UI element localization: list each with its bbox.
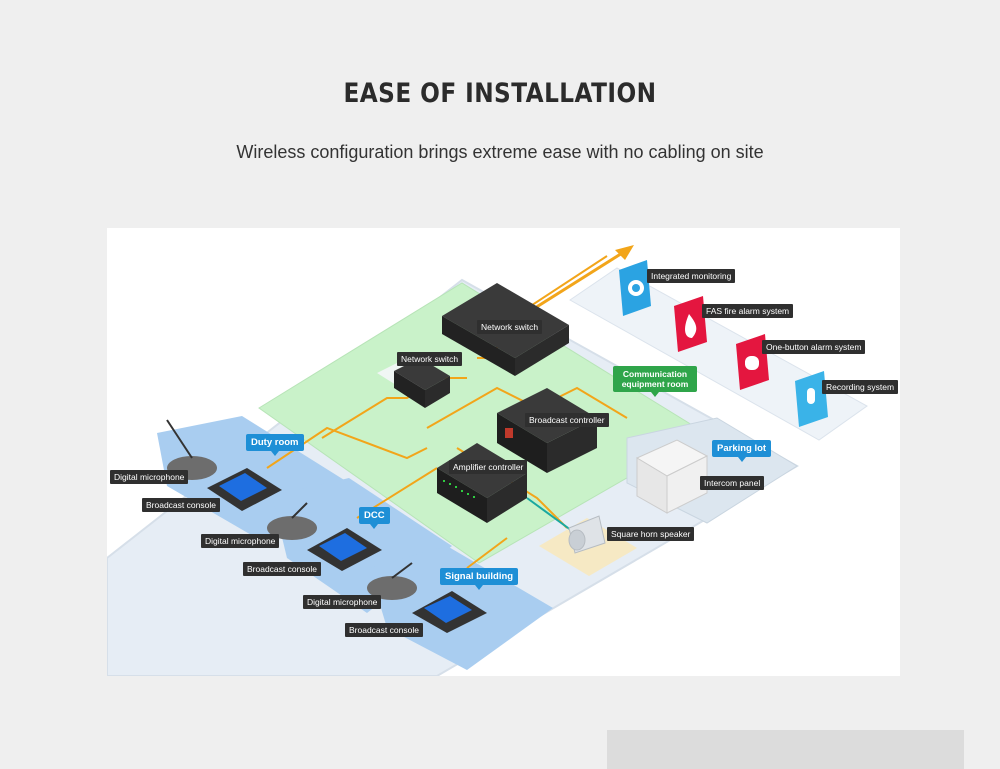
uplink-arrow (526, 248, 628, 315)
page-subtitle: Wireless configuration brings extreme ea… (236, 142, 764, 162)
label-square-horn-speaker: Square horn speaker (607, 527, 695, 541)
label-digital-microphone-3: Digital microphone (303, 595, 382, 609)
console-set-1 (166, 419, 282, 511)
installation-diagram: Duty room DCC Signal building Communicat… (107, 228, 900, 676)
label-digital-microphone-2: Digital microphone (201, 534, 280, 548)
bottom-strip (607, 730, 964, 769)
zone-duty-room: Duty room (246, 434, 304, 456)
arrow-head (615, 245, 634, 260)
zone-comm-room: Communication equipment room (613, 366, 697, 397)
integrated-monitoring-icon (619, 260, 651, 316)
page-title: EASE OF INSTALLATION (343, 78, 657, 109)
zone-dcc: DCC (359, 507, 390, 529)
label-broadcast-console-1: Broadcast console (142, 498, 220, 512)
console-set-2 (267, 502, 382, 571)
label-fas-fire-alarm: FAS fire alarm system (702, 304, 794, 318)
diagram-graphics (107, 245, 868, 676)
label-network-switch-main: Network switch (477, 320, 543, 334)
zone-signal-building: Signal building (440, 568, 519, 590)
label-broadcast-controller: Broadcast controller (525, 413, 609, 427)
network-switch-small-device (377, 358, 450, 408)
label-broadcast-console-2: Broadcast console (243, 562, 321, 576)
label-broadcast-console-3: Broadcast console (345, 623, 423, 637)
teal-cable (526, 497, 576, 534)
intercom-panel-device (635, 439, 709, 514)
label-recording-system: Recording system (822, 380, 899, 394)
horn-speaker-device (568, 515, 606, 554)
label-amplifier-controller: Amplifier controller (449, 460, 528, 474)
alarm-light-icon (736, 334, 769, 390)
zone-parking-lot: Parking lot (712, 440, 772, 462)
console-set-3 (367, 562, 487, 633)
label-integrated-monitoring: Integrated monitoring (647, 269, 736, 283)
label-network-switch-small: Network switch (397, 352, 463, 366)
recording-mic-icon (795, 371, 828, 427)
label-digital-microphone-1: Digital microphone (110, 470, 189, 484)
label-intercom-panel: Intercom panel (700, 476, 765, 490)
systems-strip (569, 267, 868, 441)
fire-alarm-icon (674, 296, 707, 352)
label-one-button-alarm: One-button alarm system (762, 340, 866, 354)
